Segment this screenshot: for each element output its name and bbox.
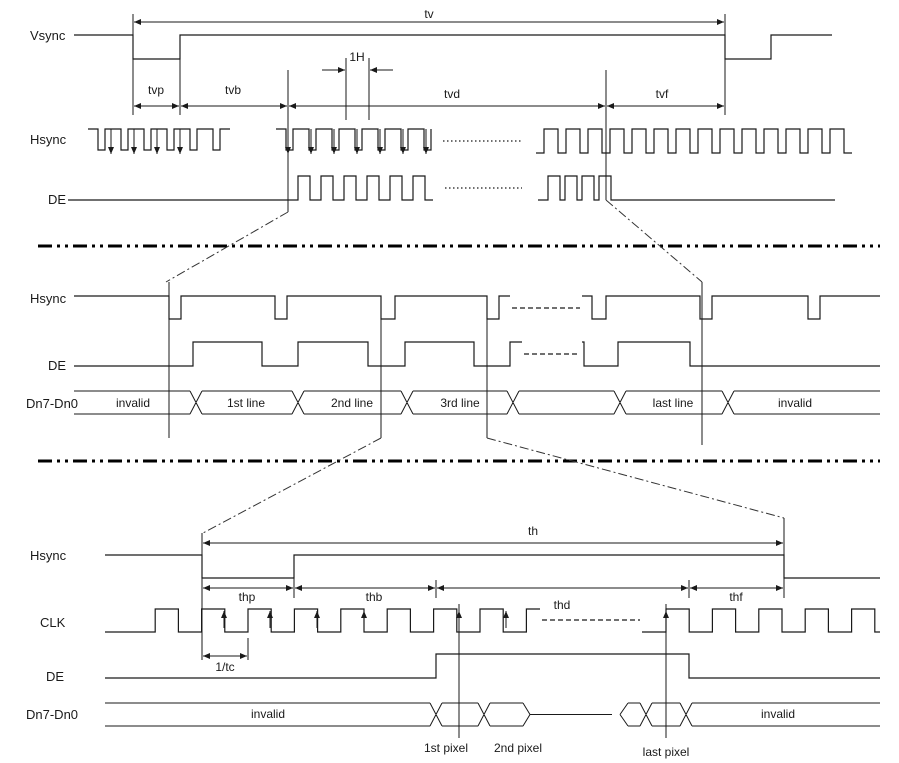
- tv-label: tv: [424, 7, 433, 21]
- hsync-waveform-line: [74, 295, 880, 320]
- tvd-label: tvd: [444, 87, 460, 101]
- th-label: th: [528, 524, 538, 538]
- de-waveform-line: [74, 341, 880, 367]
- vsync-waveform: [74, 34, 832, 60]
- zoom-line-1-right: [605, 199, 703, 283]
- hsync-train-blanking: [88, 128, 230, 151]
- hsync-waveform-pixel: [105, 554, 880, 579]
- line-section: Hsync DE Dn7-Dn0 invalid 1st line 2nd li…: [26, 282, 880, 445]
- hsync-label-pixel: Hsync: [30, 548, 67, 563]
- thb-label: thb: [366, 590, 383, 604]
- data-bus-pixel: [105, 702, 880, 727]
- line-segment-invalid-start: invalid: [116, 396, 150, 410]
- line-segment-invalid-end: invalid: [778, 396, 812, 410]
- data-bus-segments: invalid 1st line 2nd line 3rd line last …: [116, 396, 812, 410]
- pixel-segment-invalid-start: invalid: [251, 707, 285, 721]
- hsync-train-end: [536, 128, 852, 154]
- hsync-label-line: Hsync: [30, 291, 67, 306]
- clk-rise-arrows: [221, 611, 669, 628]
- hsync-label-frame: Hsync: [30, 132, 67, 147]
- de-waveform-pixel: [105, 653, 880, 679]
- second-pixel-label: 2nd pixel: [494, 741, 542, 755]
- vsync-label: Vsync: [30, 28, 66, 43]
- line-segment-2nd-line: 2nd line: [331, 396, 373, 410]
- hsync-fall-arrows: [108, 129, 429, 154]
- pixel-segment-invalid-end: invalid: [761, 707, 795, 721]
- line-segment-last-line: last line: [653, 396, 694, 410]
- line-segment-1st-line: 1st line: [227, 396, 265, 410]
- data-label-line: Dn7-Dn0: [26, 396, 78, 411]
- hsync-waveform-frame: [88, 128, 852, 154]
- clk-label: CLK: [40, 615, 66, 630]
- clk-waveform: [105, 608, 880, 633]
- pixel-section: Hsync CLK DE Dn7-Dn0 th thp thb thd thf: [26, 518, 880, 759]
- frame-section: Vsync Hsync DE tv tvp tvb tvd tvf 1H: [30, 7, 852, 212]
- line-segment-3rd-line: 3rd line: [440, 396, 480, 410]
- zoom-line-2-right: [486, 437, 785, 519]
- clk-train-end: [642, 608, 880, 633]
- de-train-active: [68, 175, 433, 201]
- last-pixel-label: last pixel: [643, 745, 690, 759]
- one-h-label: 1H: [349, 50, 364, 64]
- de-label-line: DE: [48, 358, 66, 373]
- data-label-pixel: Dn7-Dn0: [26, 707, 78, 722]
- first-pixel-label: 1st pixel: [424, 741, 468, 755]
- tvf-label: tvf: [656, 87, 669, 101]
- data-bus-line: [74, 390, 880, 415]
- de-label-pixel: DE: [46, 669, 64, 684]
- clk-train-start: [105, 608, 540, 633]
- thp-label: thp: [239, 590, 256, 604]
- tvp-label: tvp: [148, 83, 164, 97]
- de-waveform-frame: [68, 175, 835, 201]
- thf-label: thf: [729, 590, 743, 604]
- hsync-train-active: [276, 128, 432, 151]
- tc-label: 1/tc: [215, 660, 234, 674]
- de-train-end: [538, 175, 835, 201]
- zoom-line-1-left: [165, 211, 289, 283]
- thd-label: thd: [554, 598, 571, 612]
- zoom-line-2-left: [202, 437, 382, 534]
- tvb-label: tvb: [225, 83, 241, 97]
- de-label-frame: DE: [48, 192, 66, 207]
